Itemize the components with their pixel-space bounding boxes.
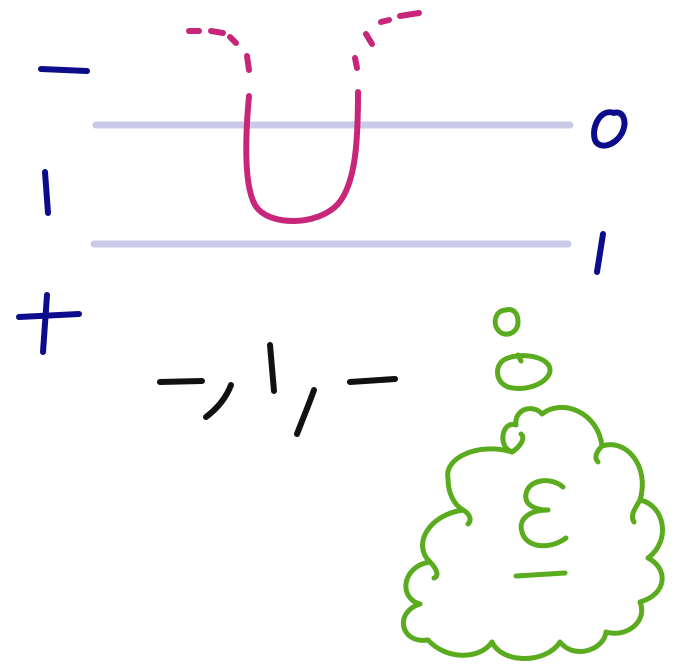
epsilon-glyph bbox=[516, 481, 566, 576]
cloud-bubble-small bbox=[495, 310, 518, 335]
cloud-body bbox=[403, 407, 662, 658]
left-label-plus-v bbox=[43, 295, 47, 352]
sequence-minus-2 bbox=[350, 379, 395, 382]
left-label-minus bbox=[41, 69, 87, 71]
right-labels bbox=[594, 112, 624, 272]
cup-dash-right-3 bbox=[381, 20, 389, 22]
cup-curve bbox=[246, 92, 358, 221]
cup-dash-left-4 bbox=[247, 56, 249, 70]
cloud-inner-curl-4 bbox=[632, 500, 640, 522]
cup-dash-right-4 bbox=[400, 13, 419, 16]
cloud-inner-curl-1 bbox=[512, 434, 523, 452]
epsilon-curve bbox=[521, 481, 566, 546]
cloud-inner-curl-2 bbox=[463, 510, 470, 524]
cloud-inner-curl-5 bbox=[596, 446, 602, 462]
right-label-zero bbox=[594, 112, 624, 145]
left-label-bar bbox=[45, 172, 48, 213]
epsilon-underline bbox=[516, 573, 565, 576]
cup-arc-icon bbox=[189, 13, 419, 221]
left-labels bbox=[19, 69, 87, 352]
sequence-glyphs bbox=[160, 345, 395, 434]
cup-dash-right-1 bbox=[355, 58, 357, 68]
sequence-comma-1 bbox=[206, 385, 231, 417]
sequence-minus-1 bbox=[160, 381, 202, 382]
cup-dash-left-3 bbox=[230, 37, 236, 43]
sequence-bar bbox=[270, 345, 274, 391]
cloud-inner-curl-3 bbox=[430, 562, 437, 578]
sequence-comma-2 bbox=[297, 390, 314, 434]
cloud-bubble-medium bbox=[498, 355, 551, 389]
left-label-plus-h bbox=[19, 314, 79, 317]
cup-dash-left-2 bbox=[211, 31, 223, 33]
cup-dash-right-2 bbox=[366, 34, 372, 44]
right-label-one bbox=[597, 234, 603, 272]
